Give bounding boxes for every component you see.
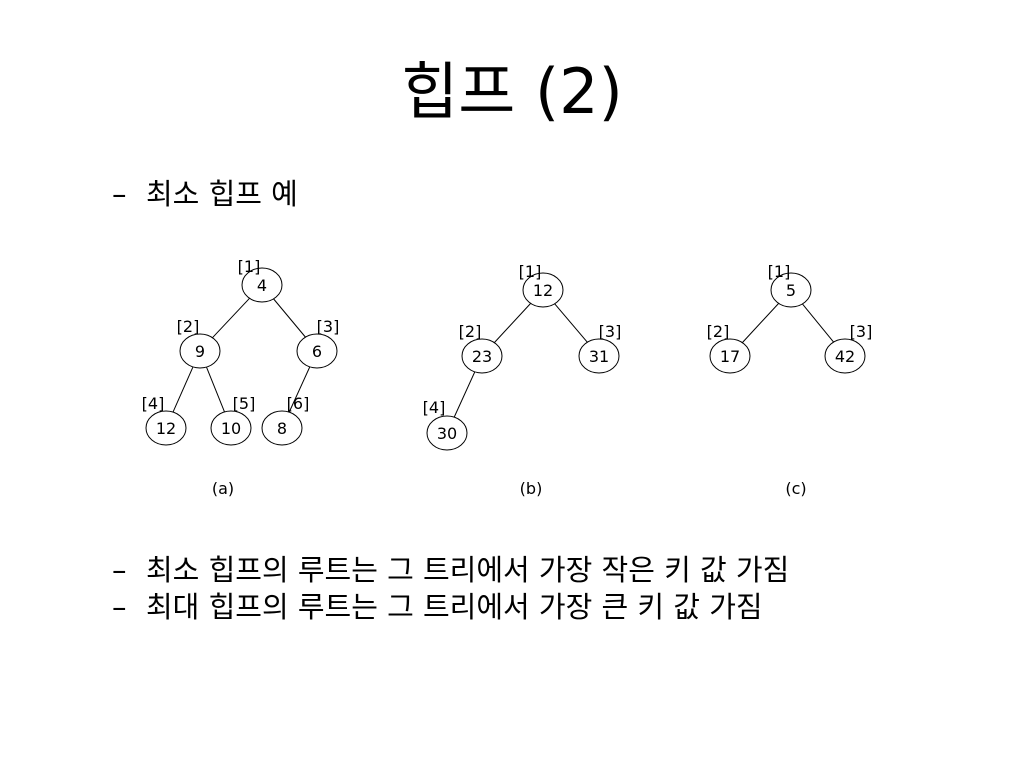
- heap-node: 10[5]: [210, 394, 256, 446]
- node-circle: [824, 338, 866, 374]
- node-key: 6: [312, 342, 322, 361]
- node-index: [2]: [459, 322, 482, 341]
- node-key: 12: [156, 419, 176, 438]
- heap-node: 42[3]: [824, 322, 873, 374]
- node-index: [5]: [233, 394, 256, 413]
- tree-caption: (a): [212, 479, 234, 498]
- node-index: [4]: [423, 398, 446, 417]
- node-key: 23: [472, 347, 492, 366]
- bullet-max-root-text: 최대 힙프의 루트는 그 트리에서 가장 큰 키 값 가짐: [146, 590, 763, 624]
- node-circle: [770, 272, 812, 308]
- node-circle: [145, 410, 187, 446]
- node-index: [2]: [177, 317, 200, 336]
- node-key: 9: [195, 342, 205, 361]
- heap-node: 12[4]: [142, 394, 187, 446]
- node-key: 12: [533, 281, 553, 300]
- node-key: 17: [720, 347, 740, 366]
- node-index: [3]: [850, 322, 873, 341]
- bullet-example: –최소 힙프 예: [112, 176, 298, 212]
- node-key: 42: [835, 347, 855, 366]
- node-circle: [709, 338, 751, 374]
- heap-node: 9[2]: [177, 317, 221, 369]
- node-index: [2]: [707, 322, 730, 341]
- tree-caption: (c): [785, 479, 806, 498]
- bullet-dash: –: [112, 553, 127, 587]
- node-circle: [426, 415, 468, 451]
- tree-edge: [273, 298, 306, 338]
- tree-edge: [453, 371, 476, 418]
- tree-edge: [172, 366, 194, 413]
- node-key: 4: [257, 276, 267, 295]
- tree-edges: [172, 297, 834, 418]
- heap-diagrams: 4[1]9[2]6[3]12[4]10[5]8[6]12[1]23[2]31[3…: [142, 257, 873, 498]
- bullet-dash: –: [112, 177, 127, 211]
- tree-edge: [554, 303, 588, 343]
- heap-node: 6[3]: [296, 317, 340, 369]
- tree-edge: [741, 303, 780, 343]
- node-circle: [261, 410, 303, 446]
- tree-captions: (a) (b) (c): [212, 479, 807, 498]
- bullet-min-root-text: 최소 힙프의 루트는 그 트리에서 가장 작은 키 값 가짐: [146, 553, 790, 587]
- heap-node: 30[4]: [423, 398, 468, 451]
- bullet-example-text: 최소 힙프 예: [146, 177, 298, 211]
- node-circle: [179, 333, 221, 369]
- node-circle: [296, 333, 338, 369]
- heap-node: 12[1]: [519, 262, 564, 308]
- bullet-min-root: –최소 힙프의 루트는 그 트리에서 가장 작은 키 값 가짐: [112, 552, 789, 588]
- tree-edge: [802, 303, 834, 343]
- node-key: 10: [221, 419, 241, 438]
- node-key: 5: [786, 281, 796, 300]
- node-index: [1]: [768, 262, 791, 281]
- tree-nodes: 4[1]9[2]6[3]12[4]10[5]8[6]12[1]23[2]31[3…: [142, 257, 873, 451]
- tree-edge: [288, 366, 311, 413]
- tree-edge: [493, 303, 532, 343]
- node-circle: [241, 267, 283, 303]
- node-index: [1]: [519, 262, 542, 281]
- tree-caption: (b): [520, 479, 543, 498]
- heap-node: 23[2]: [459, 322, 503, 374]
- tree-edge: [206, 366, 225, 413]
- node-circle: [522, 272, 564, 308]
- slide-title: 힙프 (2): [401, 55, 623, 128]
- bullet-dash: –: [112, 590, 127, 624]
- node-circle: [578, 338, 620, 374]
- heap-node: 17[2]: [707, 322, 751, 374]
- node-index: [1]: [238, 257, 261, 276]
- node-key: 31: [589, 347, 609, 366]
- node-circle: [210, 410, 252, 446]
- heap-node: 31[3]: [578, 322, 622, 374]
- node-circle: [461, 338, 503, 374]
- node-key: 30: [437, 424, 457, 443]
- heap-node: 4[1]: [238, 257, 283, 303]
- tree-edge: [212, 297, 250, 339]
- node-index: [4]: [142, 394, 165, 413]
- heap-node: 8[6]: [261, 394, 310, 446]
- bullet-max-root: –최대 힙프의 루트는 그 트리에서 가장 큰 키 값 가짐: [112, 589, 763, 625]
- node-index: [3]: [317, 317, 340, 336]
- node-index: [3]: [599, 322, 622, 341]
- node-index: [6]: [287, 394, 310, 413]
- node-key: 8: [277, 419, 287, 438]
- heap-node: 5[1]: [768, 262, 812, 308]
